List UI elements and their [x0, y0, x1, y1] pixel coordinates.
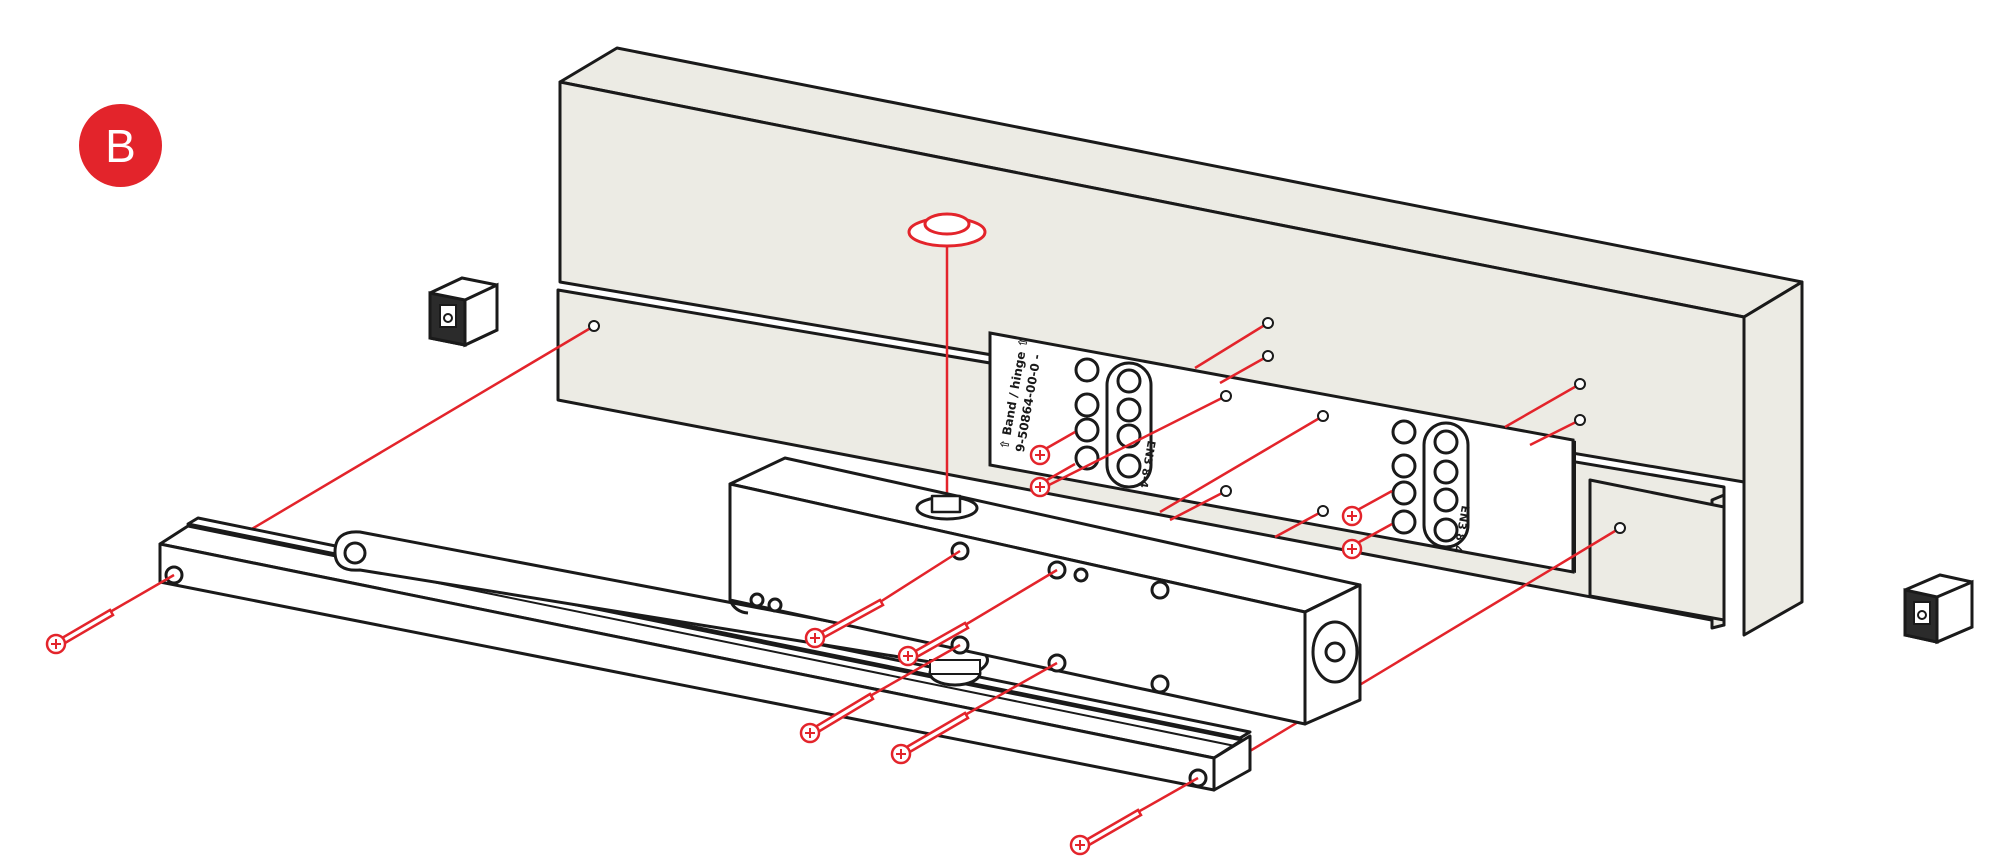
mounting-plate: ⇧ Band / hinge ⇧ 9-50864-00-0 - EN3 8-4	[988, 331, 1576, 574]
fixing-screws	[45, 450, 1357, 856]
plate-hole-group-right	[1391, 419, 1470, 549]
rail-end-cap-left	[428, 276, 499, 348]
plate-hole-group-left	[1074, 357, 1153, 489]
fixing-screw-closer-1	[804, 549, 961, 649]
door-closer-body	[728, 456, 1362, 726]
frame-target-holes	[588, 317, 1626, 534]
step-badge: B	[79, 104, 162, 187]
closer-cap	[907, 212, 987, 248]
fixing-screw-closer-3	[799, 643, 961, 744]
fixing-screw-rail-left	[45, 573, 175, 655]
step-label: B	[105, 119, 136, 172]
rail-end-cap-right	[1903, 573, 1974, 645]
fixing-screw-rail-right	[1069, 776, 1199, 856]
